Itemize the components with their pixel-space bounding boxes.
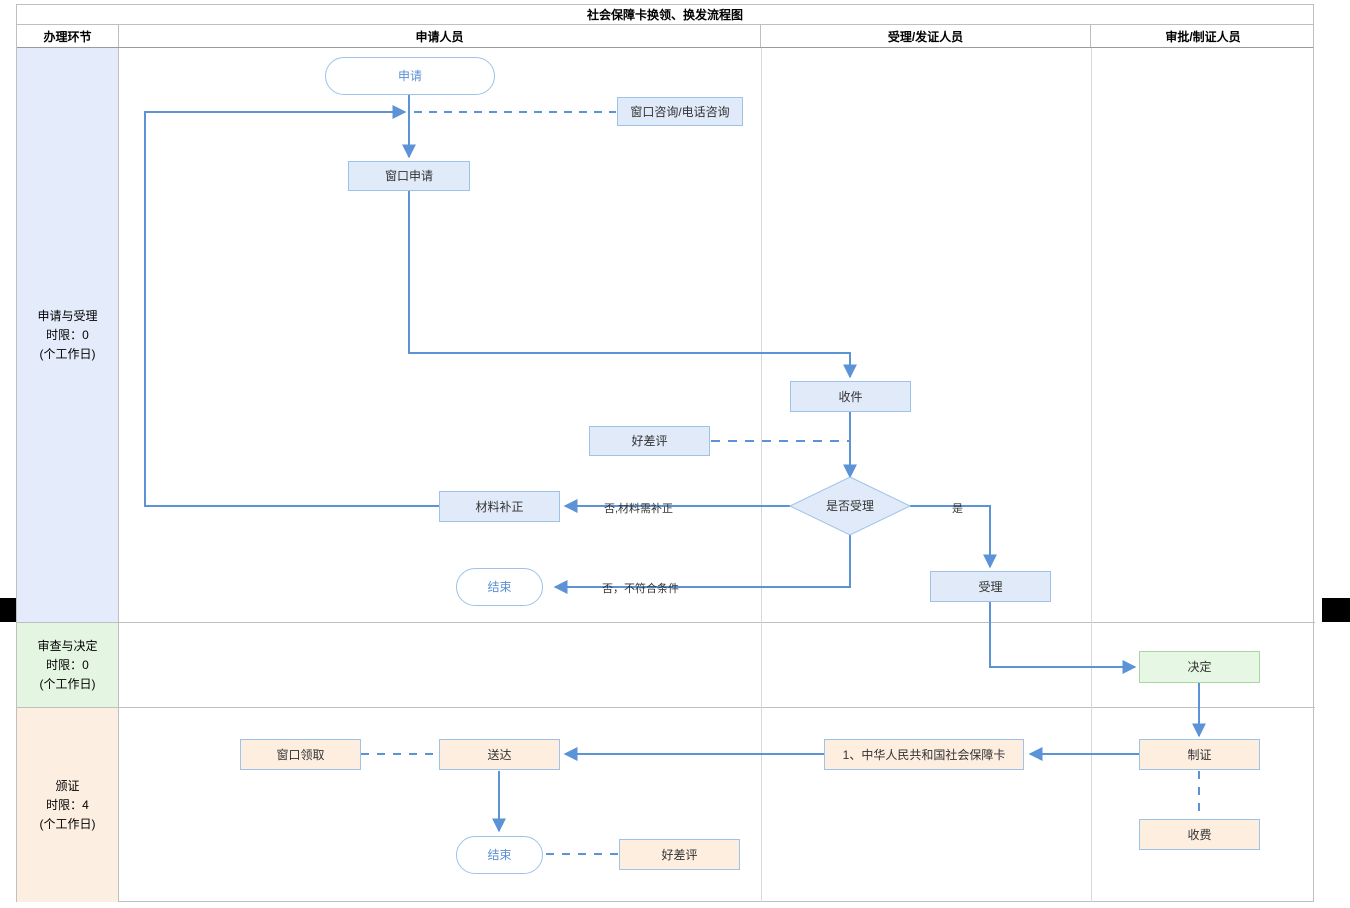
lane-row-review-decide: [119, 623, 1315, 708]
stage-cell-apply-accept: 申请与受理 时限：0 (个工作日): [17, 48, 119, 623]
stage-1-unit: (个工作日): [39, 346, 96, 361]
column-header-row: 办理环节 申请人员 受理/发证人员 审批/制证人员: [17, 25, 1313, 48]
edge-accept-to-decision: [989, 602, 1137, 674]
stage-3-unit: (个工作日): [39, 816, 96, 831]
stage-cell-issue: 颁证 时限：4 (个工作日): [17, 708, 119, 902]
decide-accept-diamond-shape: [788, 476, 912, 536]
node-cert-item[interactable]: 1、中华人民共和国社会保障卡: [824, 739, 1024, 770]
node-supplement[interactable]: 材料补正: [439, 491, 560, 522]
edge-window-apply-to-receive: [408, 191, 857, 379]
column-header-stage: 办理环节: [17, 25, 119, 47]
edge-decide-to-end1: [553, 535, 851, 594]
node-decide-accept[interactable]: 是否受理: [825, 499, 874, 513]
node-decision[interactable]: 决定: [1139, 651, 1260, 683]
node-consult[interactable]: 窗口咨询/电话咨询: [617, 97, 743, 126]
lane-row-apply-accept: [119, 48, 1315, 623]
edge-label-no-ineligible: 否，不符合条件: [602, 583, 679, 595]
stage-3-limit: 时限：4: [46, 797, 89, 812]
node-apply[interactable]: 申请: [325, 57, 495, 95]
node-window-pick[interactable]: 窗口领取: [240, 739, 361, 770]
stage-2-name: 审查与决定: [37, 638, 98, 653]
stage-2-unit: (个工作日): [39, 676, 96, 691]
stage-2-limit: 时限：0: [46, 657, 89, 672]
node-window-apply[interactable]: 窗口申请: [348, 161, 470, 191]
title-row: 社会保障卡换领、换发流程图: [17, 5, 1313, 25]
node-review-2[interactable]: 好差评: [619, 839, 740, 870]
node-deliver[interactable]: 送达: [439, 739, 560, 770]
edge-supplement-loopback: [144, 105, 440, 507]
node-accept[interactable]: 受理: [930, 571, 1051, 602]
edge-label-no-supplement: 否,材料需补正: [604, 503, 674, 515]
page-title: 社会保障卡换领、换发流程图: [586, 8, 743, 22]
stage-1-limit: 时限：0: [46, 327, 89, 342]
node-review-1[interactable]: 好差评: [589, 426, 710, 456]
left-edge-bleed: [0, 598, 16, 622]
node-end-2[interactable]: 结束: [456, 836, 543, 874]
column-separator-1: [761, 48, 762, 902]
column-header-applicant: 申请人员: [119, 25, 761, 47]
node-end-1[interactable]: 结束: [456, 568, 543, 606]
node-fee[interactable]: 收费: [1139, 819, 1260, 850]
column-separator-2: [1091, 48, 1092, 902]
node-receive[interactable]: 收件: [790, 381, 911, 412]
column-header-accept: 受理/发证人员: [761, 25, 1091, 47]
node-make-card[interactable]: 制证: [1139, 739, 1260, 770]
right-edge-bleed: [1322, 598, 1350, 622]
column-header-approve: 审批/制证人员: [1165, 29, 1241, 44]
edge-decide-to-accept: [910, 505, 997, 569]
stage-cell-review-decide: 审查与决定 时限：0 (个工作日): [17, 623, 119, 708]
stage-1-name: 申请与受理: [37, 308, 98, 323]
edge-label-yes: 是: [952, 503, 963, 515]
stage-3-name: 颁证: [55, 778, 80, 793]
